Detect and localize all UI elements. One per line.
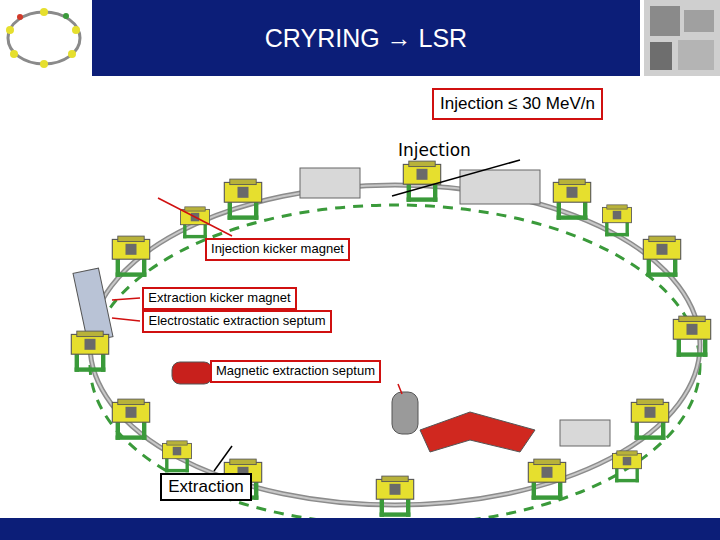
ring-section [300,168,360,198]
magnet [631,399,668,440]
slide-title: CRYRING → LSR [265,24,467,53]
thumbnail-magnet [40,8,48,16]
magnet [673,316,710,357]
callout-label: Injection ≤ 30 MeV/n [440,94,595,114]
leader-line [158,198,232,236]
magnet [643,236,680,277]
callout-label: Magnetic extraction septum [216,364,375,379]
callout-box: Extraction kicker magnet [142,287,297,310]
callout-box: Magnetic extraction septum [210,360,381,383]
injection-energy-box: Injection ≤ 30 MeV/n [432,88,603,120]
callout-label: Extraction kicker magnet [148,291,290,306]
beam-pipe-highlight [90,185,700,505]
magnet [376,476,413,517]
callout-label: Electrostatic extraction septum [148,314,325,329]
thumbnail-magnet [72,26,80,34]
extraction-box: Extraction [160,473,252,501]
beam-pipe [90,185,700,505]
photo-detail [650,42,672,70]
ring-thumbnail [6,8,80,68]
leader-line [398,384,402,394]
extraction-dipole [420,412,535,452]
ring-section [560,420,610,446]
photo-thumbnail [644,0,720,76]
leader-line [392,160,520,196]
callout-label: Extraction [168,477,244,497]
septum-magnet [172,362,212,384]
photo-detail [684,10,714,32]
thumbnail-magnet [40,60,48,68]
injection-label: Injection [396,140,473,160]
magnet [403,161,440,202]
support-frame [90,205,700,525]
thumbnail-magnet [6,26,14,34]
title-bar: CRYRING → LSR [92,0,640,76]
thumbnail-ring [8,12,80,64]
extraction-chamber [392,392,418,434]
magnet [613,451,642,482]
callout-box: Electrostatic extraction septum [142,310,332,333]
footer-bar [0,518,720,540]
magnet [603,205,632,236]
thumbnail-part [63,13,69,19]
thumbnail-magnet [10,50,18,58]
magnet [71,331,108,372]
photo-detail [678,40,714,70]
magnet [553,179,590,220]
injection-section [460,170,540,204]
magnet [528,459,565,500]
leader-line [214,446,232,471]
callout-label: Injection kicker magnet [211,242,344,257]
magnet [112,236,149,277]
callout-box: Injection kicker magnet [205,238,350,261]
thumbnail-part [17,14,23,20]
leader-line [112,318,140,321]
thumbnail-magnet [68,50,76,58]
magnet [163,441,192,472]
leader-line [112,298,140,300]
photo-ground [644,0,720,76]
photo-detail [650,6,680,36]
magnet [224,179,261,220]
magnet [112,399,149,440]
